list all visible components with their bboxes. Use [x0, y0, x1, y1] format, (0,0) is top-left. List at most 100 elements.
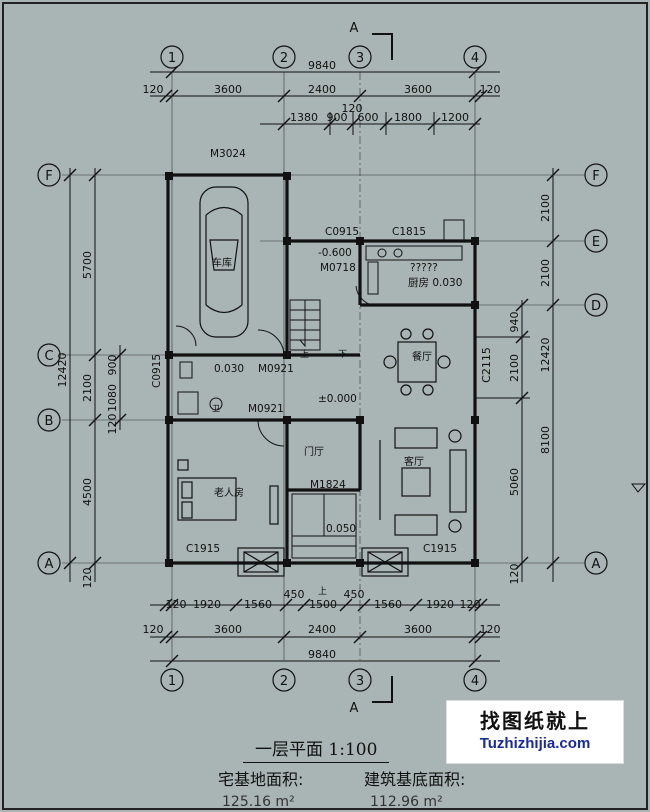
axis-label-E: E — [592, 235, 600, 250]
dim-left-3: 4500 — [81, 478, 94, 506]
tag-q-marks: ????? — [410, 262, 438, 274]
tag-m0718: M0718 — [320, 262, 356, 274]
dim-bottom-main-1: 3600 — [214, 623, 242, 636]
dim-right-mid-1: 940 — [508, 312, 521, 333]
dim-top-main-2: 2400 — [308, 83, 336, 96]
dim-bottom-detail-7: 1560 — [374, 598, 402, 611]
axis-bubbles — [37, 45, 608, 692]
tag-m1824: M1824 — [310, 479, 346, 491]
axis-label-C: C — [44, 349, 53, 364]
axis-label-4-bottom: 4 — [471, 674, 479, 689]
tag-level-zero: ±0.000 — [318, 393, 357, 405]
dim-right-mid-3: 5060 — [508, 468, 521, 496]
section-label-bottom: A — [350, 701, 359, 716]
porch-steps — [291, 493, 357, 559]
dim-bottom-detail-4: 450 — [284, 588, 305, 601]
tag-c1915-left: C1915 — [186, 543, 220, 555]
building-area-value: 112.96 m² — [370, 794, 443, 810]
tag-c2115: C2115 — [480, 347, 493, 383]
room-label-foyer: 门厅 — [304, 445, 324, 458]
dim-right-mid-2: 2100 — [508, 354, 521, 382]
axis-label-B: B — [45, 414, 54, 429]
kitchen-counter-icon — [365, 219, 465, 295]
dim-bottom-detail-8: 1920 — [426, 598, 454, 611]
bed-icon — [177, 459, 279, 525]
dim-bottom-end-right: 120 — [480, 623, 501, 636]
room-label-dining: 餐厅 — [412, 350, 432, 363]
sofa-set-icon — [379, 427, 467, 536]
tag-stair-down: 下 — [338, 350, 347, 360]
dim-top-end-right: 120 — [480, 83, 501, 96]
brand-url[interactable]: Tuzhizhijia.com — [479, 735, 591, 752]
tag-c1815: C1815 — [392, 226, 426, 238]
lot-area-value: 125.16 m² — [222, 794, 295, 810]
plan-title: 一层平面 1:100 — [243, 735, 390, 763]
structural-columns — [165, 172, 479, 567]
car-icon — [199, 186, 249, 338]
axis-label-A: A — [45, 557, 54, 572]
dim-left-2: 2100 — [81, 374, 94, 402]
dim-left-inner-3: 120 — [106, 414, 119, 435]
building-area-label: 建筑基底面积: — [364, 770, 466, 789]
dim-left-inner-1: 900 — [106, 355, 119, 376]
axis-label-D: D — [591, 299, 601, 314]
dining-table-icon — [383, 328, 451, 396]
brand-watermark[interactable]: 找图纸就上 Tuzhizhijia.com — [446, 700, 624, 764]
walls — [166, 173, 477, 565]
dim-top-total: 9840 — [308, 59, 336, 72]
dim-left-inner-2: 1080 — [106, 384, 119, 412]
plan-title-underline — [243, 762, 390, 763]
room-label-living: 客厅 — [404, 455, 424, 468]
dim-bottom-main-2: 2400 — [308, 623, 336, 636]
tag-level-neg: -0.600 — [318, 247, 352, 259]
dim-left-1: 5700 — [81, 251, 94, 279]
tag-level-porch: 0.050 — [326, 523, 356, 535]
room-label-elder-bedroom: 老人房 — [214, 486, 244, 499]
level-triangle-icon — [631, 483, 647, 493]
dim-top-detail-2: 900 — [327, 111, 348, 124]
dim-bottom-detail-9: 120 — [460, 598, 481, 611]
dim-top-detail-5: 1200 — [441, 111, 469, 124]
dim-right-mid-4: 120 — [508, 564, 521, 585]
dim-top-detail-3: 600 — [358, 111, 379, 124]
dim-bottom-main-3: 3600 — [404, 623, 432, 636]
dim-top-120-mid: 120 — [342, 102, 363, 115]
axis-label-F: F — [45, 169, 52, 184]
axis-label-A-right: A — [592, 557, 601, 572]
brand-name-cn: 找图纸就上 — [480, 709, 590, 733]
door-swings — [175, 285, 379, 447]
axis-label-3-bottom: 3 — [356, 674, 364, 689]
dim-right-top-1: 2100 — [539, 194, 552, 222]
tag-c0915-top: C0915 — [325, 226, 359, 238]
dim-left-total: 12420 — [56, 353, 69, 388]
dim-right-total: 12420 — [539, 338, 552, 373]
tag-wc-small: 卫 — [212, 404, 220, 413]
axis-label-3: 3 — [356, 51, 364, 66]
dim-left-4: 120 — [81, 568, 94, 589]
dim-top-detail-4: 1800 — [394, 111, 422, 124]
tag-m3024: M3024 — [210, 148, 246, 160]
dim-bottom-total: 9840 — [308, 648, 336, 661]
axis-label-2-bottom: 2 — [280, 674, 288, 689]
window-sills — [237, 547, 409, 577]
tag-kitchen-level: 厨房 0.030 — [408, 276, 462, 289]
room-label-garage: 车库 — [212, 256, 232, 269]
dim-right-top-2: 2100 — [539, 259, 552, 287]
dim-top-detail-1: 1380 — [290, 111, 318, 124]
dim-right-inner: 8100 — [539, 426, 552, 454]
tag-c0915-left: C0915 — [151, 354, 163, 388]
dim-bottom-detail-3: 1560 — [244, 598, 272, 611]
tag-c1915-right: C1915 — [423, 543, 457, 555]
tag-level-wc: 0.030 — [214, 363, 244, 375]
dim-top-end-left: 120 — [143, 83, 164, 96]
axis-label-1-bottom: 1 — [168, 674, 176, 689]
tag-porch-up: 上 — [318, 586, 327, 597]
dim-bottom-detail-6: 450 — [344, 588, 365, 601]
dim-bottom-end-left: 120 — [143, 623, 164, 636]
axis-label-F-right: F — [592, 169, 599, 184]
section-cut-marks — [372, 33, 393, 703]
dim-bottom-detail-2: 1920 — [193, 598, 221, 611]
